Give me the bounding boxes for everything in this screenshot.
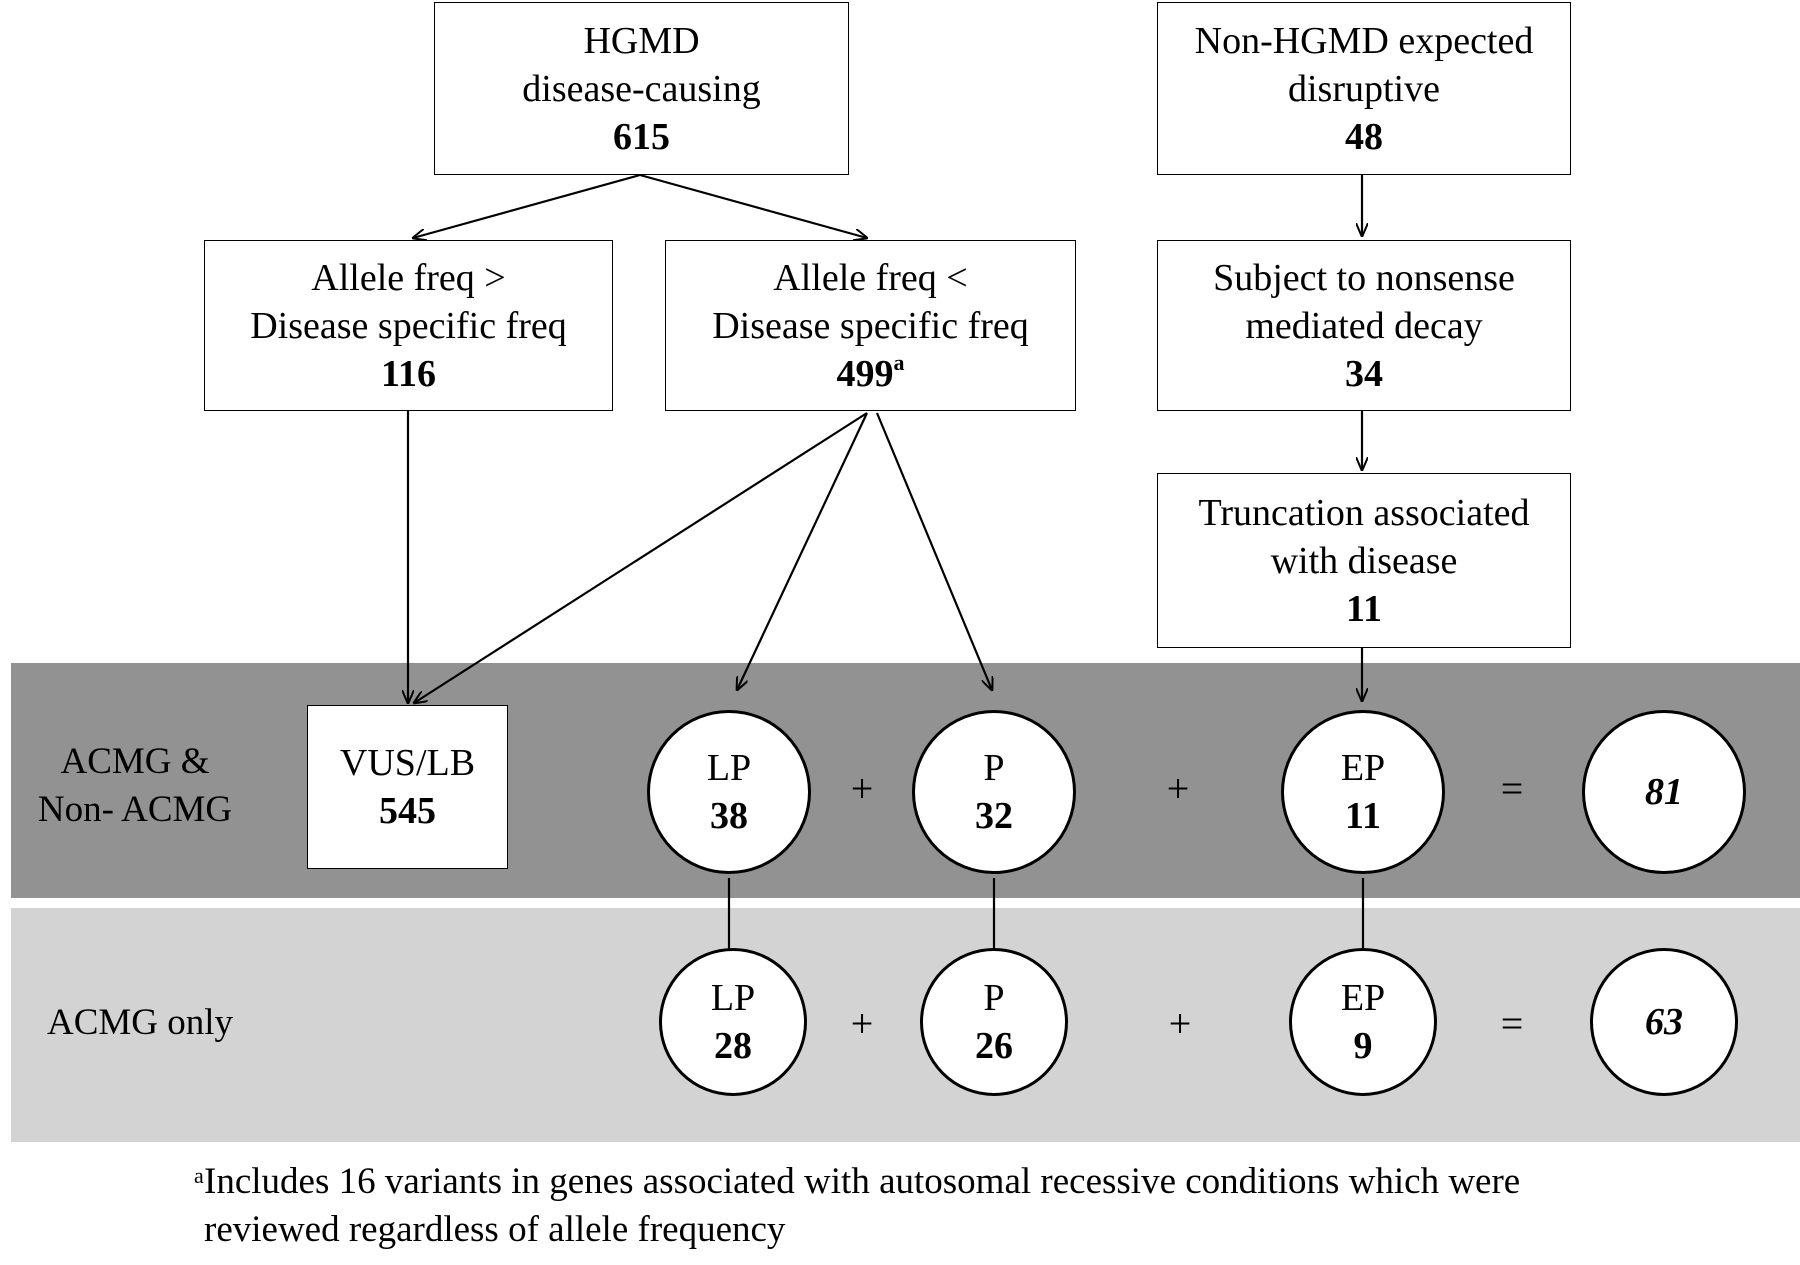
non-hgmd-box: Non-HGMD expected disruptive 48	[1157, 2, 1571, 175]
nmd-box: Subject to nonsense mediated decay 34	[1157, 240, 1571, 411]
total-circle-row1: 81	[1582, 710, 1746, 874]
arrow-af-low-to-p	[875, 412, 992, 690]
arrow-af-low-to-lp	[737, 412, 868, 690]
arrow-hgmd-to-af-low	[639, 173, 867, 238]
p-circle-row2: P 26	[920, 948, 1068, 1096]
plus-sign: +	[1166, 766, 1190, 811]
plus-sign: +	[850, 1001, 874, 1046]
lp-circle-row1: LP 38	[647, 710, 811, 874]
arrow-hgmd-to-af-high	[413, 173, 641, 238]
ep-circle-row2: EP 9	[1289, 948, 1437, 1096]
vus-lb-box: VUS/LB 545	[307, 705, 508, 869]
plus-sign: +	[850, 766, 874, 811]
arrow-af-low-to-vus	[414, 412, 868, 703]
af-high-box: Allele freq > Disease specific freq 116	[204, 240, 613, 411]
row-label-acmg-only: ACMG only	[46, 1002, 234, 1043]
plus-sign: +	[1168, 1001, 1192, 1046]
ep-circle-row1: EP 11	[1281, 710, 1445, 874]
footnote-marker: a	[194, 1163, 204, 1188]
acmg-only-band	[11, 908, 1800, 1142]
truncation-box: Truncation associated with disease 11	[1157, 473, 1571, 648]
total-circle-row2: 63	[1590, 948, 1738, 1096]
hgmd-box: HGMD disease-causing 615	[434, 2, 849, 175]
equals-sign: =	[1500, 766, 1524, 811]
footnote-marker: a	[893, 349, 905, 375]
p-circle-row1: P 32	[912, 710, 1076, 874]
lp-circle-row2: LP 28	[659, 948, 807, 1096]
af-low-box: Allele freq < Disease specific freq 499a	[665, 240, 1076, 411]
row-label-acmg-non-acmg: ACMG & Non- ACMG	[37, 741, 233, 830]
footnote: a Includes 16 variants in genes associat…	[194, 1158, 1520, 1254]
equals-sign: =	[1500, 1001, 1524, 1046]
